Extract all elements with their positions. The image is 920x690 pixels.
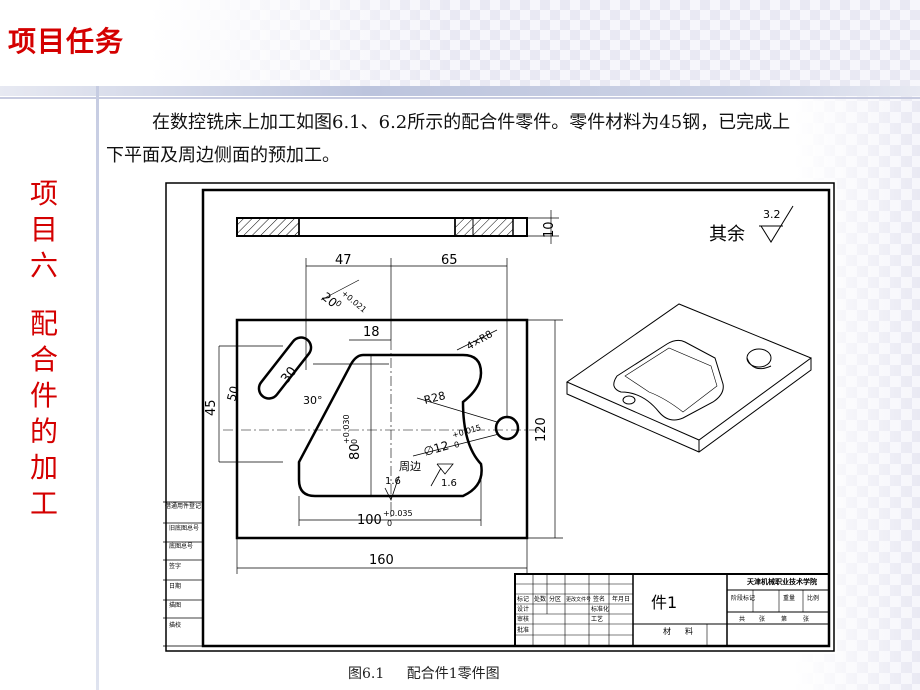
side-char: 合	[29, 343, 58, 376]
pocket-outline	[297, 353, 483, 498]
tb-material-value: 料	[685, 626, 693, 636]
side-char: 工	[29, 487, 58, 520]
dim-47: 47	[335, 253, 352, 268]
rough-rest-value: 3.2	[763, 208, 781, 221]
tb-label: 设计	[517, 605, 529, 613]
dim-160: 160	[369, 553, 394, 568]
sheet-outer-border	[165, 182, 835, 652]
tb-label: 签名	[593, 595, 605, 603]
dim-30deg: 30°	[303, 394, 323, 407]
strip-label: 描校	[169, 621, 181, 629]
vertical-divider	[96, 86, 99, 690]
roughness-note: 其余 3.2	[709, 205, 794, 245]
dim-18: 18	[363, 325, 380, 340]
dimensions	[218, 258, 563, 574]
tb-sheet: 共	[739, 615, 745, 623]
dim-pocket-height-tol: +0.030	[342, 414, 351, 444]
side-char: 目	[29, 213, 58, 246]
tb-label: 标记	[517, 595, 529, 603]
tb-sheet: 张	[803, 615, 809, 623]
figure-caption: 图6.1 配合件1零件图	[348, 666, 500, 682]
rough-symbols	[384, 463, 454, 502]
side-title: 项 目 六 配 合 件 的 加 工	[22, 176, 66, 522]
tb-label: 处数	[534, 595, 546, 603]
dim-pocket-width-tol-low: 0	[387, 519, 392, 528]
tb-material-label: 材	[663, 626, 671, 636]
header-pattern-fade	[150, 0, 450, 90]
tb-sheet: 第	[781, 615, 787, 623]
dim-65: 65	[441, 253, 458, 268]
isometric-view	[565, 303, 813, 453]
tb-part-name: 件1	[651, 593, 677, 612]
tb-stage: 比例	[807, 594, 819, 602]
engineering-drawing: 借通用件登记 旧底图总号 底图总号 签字 日期 描图 描校 10 其余 3.2	[159, 180, 837, 654]
dim-thickness: 10	[542, 221, 557, 238]
strip-label: 描图	[169, 601, 181, 609]
tb-label: 分区	[549, 595, 561, 603]
dim-radius: R28	[423, 389, 447, 407]
side-char: 六	[29, 249, 58, 282]
dim-45: 45	[204, 399, 219, 416]
inclined-slot	[257, 336, 313, 400]
strip-label: 旧底图总号	[169, 524, 199, 532]
header-divider	[0, 97, 920, 99]
drawing-svg: 借通用件登记 旧底图总号 底图总号 签字 日期 描图 描校 10 其余 3.2	[159, 182, 835, 652]
dim-pocket-height-tol-low: 0	[350, 439, 359, 444]
dim-50: 50	[224, 384, 241, 402]
tb-stage: 重量	[783, 594, 795, 602]
tb-label: 审核	[517, 615, 529, 623]
strip-label: 日期	[169, 582, 181, 590]
task-description: 在数控铣床上加工如图6.1、6.2所示的配合件零件。零件材料为45钢，已完成上下…	[106, 112, 791, 166]
tb-label: 批准	[517, 626, 529, 634]
dim-slot-tol-low: 0	[334, 299, 344, 309]
tb-label: 工艺	[591, 615, 603, 623]
plate-view	[223, 318, 543, 540]
tb-stage: 阶段标记	[731, 594, 755, 602]
dim-corner: 4×R8	[465, 329, 495, 353]
page-title: 项目任务	[8, 25, 125, 58]
tb-label: 标准化	[591, 605, 609, 613]
dim-120: 120	[534, 417, 549, 442]
perimeter-label: 周边	[399, 460, 421, 473]
rough-rest-label: 其余	[709, 224, 745, 245]
dim-pocket-width-tol: +0.035	[383, 509, 413, 518]
tb-label: 年月日	[612, 595, 630, 603]
dim-slot-tol: +0.021	[340, 289, 368, 315]
side-char: 的	[29, 415, 58, 448]
side-char: 项	[29, 177, 58, 210]
title-block	[514, 573, 830, 647]
hole	[494, 415, 520, 441]
side-char: 配	[29, 307, 58, 340]
section-view: 10	[236, 210, 559, 244]
side-char: 件	[29, 379, 58, 412]
dim-pocket-width: 100	[357, 513, 382, 528]
rough-2: 1.6	[441, 478, 457, 489]
side-char: 加	[29, 451, 58, 484]
tb-org: 天津机械职业技术学院	[747, 577, 817, 586]
strip-label: 底图总号	[169, 542, 193, 550]
strip-label: 借通用件登记	[165, 502, 201, 510]
header-band	[0, 86, 920, 96]
dim-hole: ∅12	[422, 438, 451, 459]
tb-sheet: 张	[759, 615, 765, 623]
strip-label: 签字	[169, 562, 181, 570]
tb-label: 更改文件号	[566, 596, 591, 603]
rough-1: 1.6	[385, 476, 401, 487]
dim-pocket-height: 80	[348, 443, 363, 460]
dim-hole-tol-low: 0	[453, 440, 460, 450]
